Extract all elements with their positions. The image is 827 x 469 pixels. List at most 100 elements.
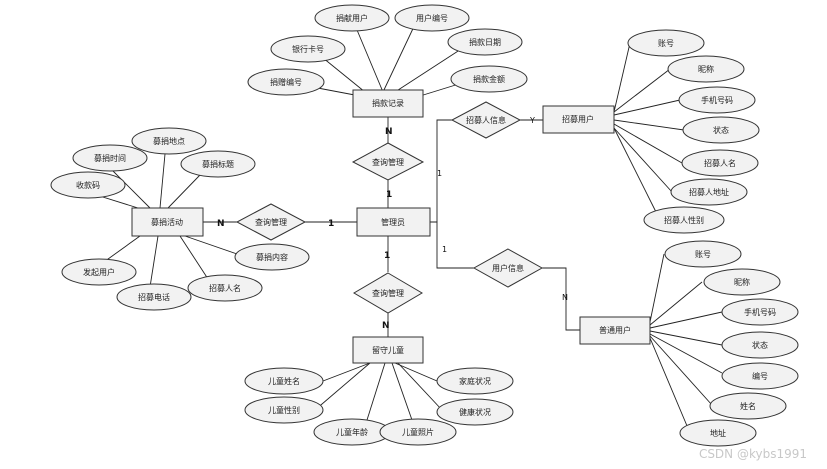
attribute-normal-user: 昵称	[703, 268, 781, 296]
attribute-label: 手机号码	[701, 95, 733, 105]
connector	[322, 362, 371, 382]
attribute-recruiter: 账号	[627, 29, 705, 57]
attribute-recruiter: 招募人性别	[643, 206, 725, 234]
attribute-label: 姓名	[740, 401, 756, 411]
connector	[366, 362, 386, 421]
cardinality-label: 1	[384, 251, 390, 261]
relationship-label: 招募人信息	[466, 115, 506, 125]
attribute-child: 儿童姓名	[244, 367, 324, 395]
attribute-label: 募捐时间	[94, 153, 126, 163]
connector	[179, 235, 211, 283]
attribute-label: 用户编号	[416, 13, 448, 23]
attribute-activity: 募捐标题	[180, 150, 256, 178]
attribute-label: 银行卡号	[292, 44, 324, 54]
connector	[397, 362, 443, 411]
cardinality-label: 1	[442, 245, 447, 254]
relationship-query-top: 查询管理	[351, 142, 425, 181]
attribute-label: 招募人名	[704, 158, 736, 168]
connector	[111, 169, 151, 209]
connector	[167, 174, 201, 209]
attribute-label: 编号	[752, 371, 768, 381]
attribute-donation-record: 捐赠编号	[247, 68, 325, 96]
entity-donation-record: 捐款记录	[352, 89, 424, 118]
attribute-activity: 募捐地点	[131, 127, 207, 155]
attribute-label: 招募人地址	[689, 187, 729, 197]
attribute-recruiter: 昵称	[667, 55, 745, 83]
attribute-label: 捐款金额	[473, 74, 505, 84]
entity-admin: 管理员	[356, 207, 431, 237]
connector	[430, 221, 474, 269]
connector	[649, 311, 723, 329]
connector	[542, 267, 580, 331]
attribute-activity: 发起用户	[61, 258, 137, 286]
attribute-label: 儿童姓名	[268, 376, 300, 386]
attribute-activity: 招募电话	[116, 283, 192, 311]
entity-normal-user: 普通用户	[579, 316, 651, 345]
attribute-recruiter: 手机号码	[678, 86, 756, 114]
connector	[649, 330, 723, 346]
connector	[394, 362, 438, 382]
cardinality-label: N	[385, 127, 393, 137]
attribute-label: 状态	[752, 340, 768, 350]
connector	[613, 119, 685, 131]
cardinality-label: 1	[386, 190, 392, 200]
relationship-user-info: 用户信息	[472, 248, 544, 288]
connector	[649, 281, 703, 326]
attribute-child: 儿童性别	[244, 396, 324, 424]
cardinality-label: 1	[437, 169, 442, 178]
attribute-normal-user: 姓名	[709, 392, 787, 420]
attribute-label: 招募电话	[138, 292, 170, 302]
cardinality-label: N	[217, 219, 225, 229]
attribute-normal-user: 地址	[679, 419, 757, 447]
connector	[613, 127, 673, 193]
attribute-label: 招募人名	[209, 283, 241, 293]
attribute-donation-record: 用户编号	[394, 4, 470, 32]
attribute-donation-record: 捐献用户	[314, 4, 390, 32]
entity-label: 招募用户	[562, 114, 594, 124]
attribute-activity: 收款码	[50, 171, 126, 199]
attribute-donation-record: 捐款金额	[450, 65, 528, 93]
relationship-recruiter-info: 招募人信息	[450, 101, 522, 139]
attribute-recruiter: 招募人地址	[670, 178, 748, 206]
attribute-child: 儿童照片	[379, 418, 457, 446]
relationship-label: 查询管理	[372, 288, 404, 298]
relationship-query-bottom: 查询管理	[353, 272, 423, 314]
attribute-activity: 募捐内容	[234, 243, 310, 271]
connector	[382, 17, 419, 93]
attribute-normal-user: 状态	[721, 331, 799, 359]
attribute-activity: 募捐时间	[72, 144, 148, 172]
entity-label: 留守儿童	[372, 345, 404, 355]
attribute-label: 儿童照片	[402, 427, 434, 437]
attribute-donation-record: 银行卡号	[270, 35, 346, 63]
connector	[159, 153, 166, 209]
entity-label: 管理员	[381, 217, 405, 227]
relationship-label: 查询管理	[372, 157, 404, 167]
attribute-label: 捐献用户	[336, 13, 368, 23]
attribute-label: 募捐内容	[256, 252, 288, 262]
attribute-normal-user: 账号	[664, 240, 742, 268]
connector	[391, 362, 413, 421]
connector	[613, 127, 661, 221]
entity-label: 募捐活动	[151, 217, 183, 227]
entity-label: 捐款记录	[372, 98, 404, 108]
attribute-label: 捐赠编号	[270, 77, 302, 87]
connector	[649, 337, 691, 434]
attribute-normal-user: 手机号码	[721, 298, 799, 326]
attribute-label: 家庭状况	[459, 376, 491, 386]
watermark: CSDN @kybs1991	[698, 447, 807, 461]
attribute-label: 募捐地点	[153, 136, 185, 146]
relationship-label: 查询管理	[255, 217, 287, 227]
cardinality-label: N	[562, 293, 568, 302]
connector	[613, 99, 681, 116]
attribute-label: 发起用户	[83, 267, 115, 277]
attribute-label: 账号	[695, 250, 711, 259]
connector	[649, 333, 723, 374]
attribute-label: 募捐标题	[202, 159, 234, 169]
entity-activity: 募捐活动	[131, 207, 204, 237]
connector	[184, 235, 241, 256]
attribute-label: 地址	[710, 428, 726, 438]
attribute-activity: 招募人名	[187, 274, 263, 302]
connector	[649, 335, 713, 406]
entity-label: 普通用户	[599, 325, 631, 335]
